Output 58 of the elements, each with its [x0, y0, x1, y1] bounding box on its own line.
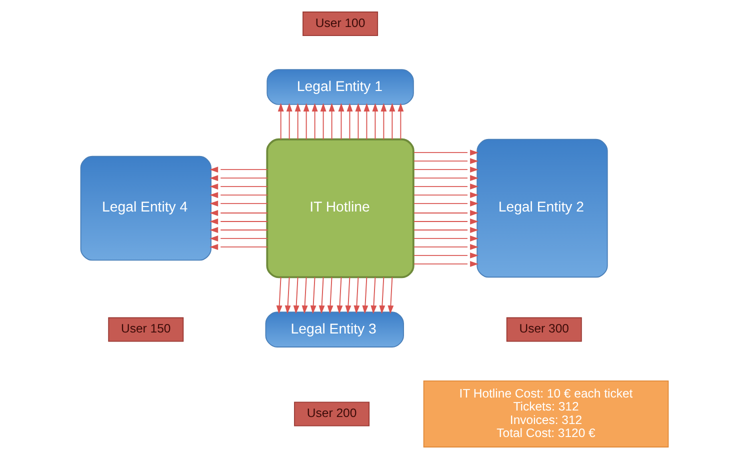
- arrow: [397, 103, 404, 140]
- arrow: [353, 276, 360, 314]
- arrow: [209, 210, 268, 216]
- arrow: [412, 166, 478, 173]
- node-box: User 150: [108, 317, 184, 342]
- arrow: [412, 218, 478, 224]
- arrow: [346, 103, 352, 140]
- arrow: [209, 184, 268, 190]
- arrow: [286, 103, 292, 140]
- arrow: [302, 103, 309, 140]
- arrow: [354, 103, 361, 140]
- arrow: [277, 103, 284, 140]
- arrow: [209, 244, 268, 250]
- arrow: [311, 103, 318, 140]
- arrow: [301, 276, 308, 314]
- arrow: [412, 260, 478, 267]
- arrow: [380, 103, 386, 140]
- node-box: User 200: [294, 402, 370, 426]
- arrow: [336, 276, 342, 314]
- arrow: [292, 276, 299, 314]
- arrow: [209, 166, 268, 173]
- arrow: [320, 103, 326, 140]
- arrow: [412, 192, 478, 198]
- arrow: [326, 276, 333, 314]
- arrow: [328, 103, 334, 140]
- arrow: [412, 175, 478, 182]
- arrow: [372, 103, 378, 140]
- arrow: [294, 103, 300, 140]
- arrow: [378, 276, 385, 314]
- arrow: [388, 103, 395, 140]
- arrow: [363, 103, 370, 140]
- arrow: [412, 252, 478, 258]
- arrow: [387, 276, 394, 314]
- node-box: User 100: [302, 12, 378, 36]
- arrow: [338, 103, 344, 140]
- arrow: [412, 244, 478, 250]
- arrow: [412, 200, 478, 207]
- arrow: [362, 276, 368, 314]
- arrow: [276, 276, 282, 314]
- arrow: [412, 184, 478, 190]
- arrow: [344, 276, 351, 314]
- arrow: [412, 235, 478, 242]
- arrow: [412, 227, 478, 233]
- arrow: [209, 235, 268, 242]
- arrow: [284, 276, 290, 314]
- arrow: [412, 210, 478, 216]
- node-box: IT Hotline Cost: 10 € each ticket Tickets: 312 Invoices: 312 Total Cost: 3120 €: [422, 380, 668, 448]
- arrow: [310, 276, 316, 314]
- arrow: [318, 276, 324, 314]
- node-box: User 300: [506, 317, 582, 342]
- arrow: [412, 158, 478, 164]
- arrow: [209, 218, 268, 224]
- arrow: [370, 276, 376, 314]
- arrow: [209, 192, 268, 198]
- arrow: [412, 150, 478, 156]
- arrow: [209, 200, 268, 207]
- arrow: [209, 227, 268, 233]
- arrow: [209, 175, 268, 182]
